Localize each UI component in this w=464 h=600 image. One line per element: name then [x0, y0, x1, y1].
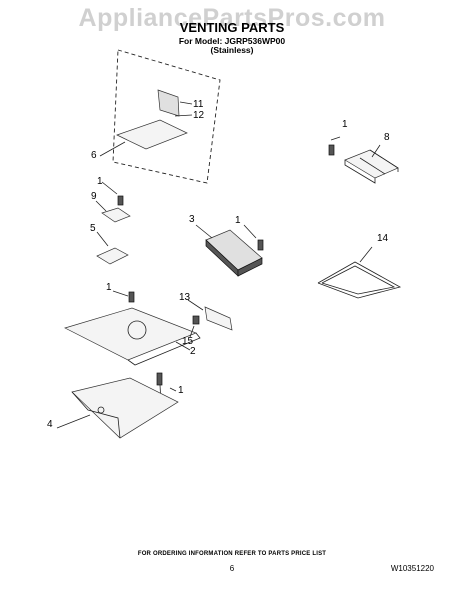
part-6-panel	[116, 119, 188, 150]
dashed-outline	[112, 49, 221, 184]
callout-8: 8	[384, 132, 390, 143]
callout-12: 12	[193, 110, 205, 121]
callout-1-left: 1	[97, 176, 103, 187]
callout-1-mid-left: 1	[106, 282, 112, 293]
callout-5: 5	[90, 223, 96, 234]
callout-1-top-right: 1	[342, 119, 348, 130]
callout-9: 9	[91, 191, 97, 202]
part-3-assembly	[195, 224, 264, 277]
callout-3: 3	[189, 214, 195, 225]
callout-14: 14	[377, 233, 389, 244]
callout-13: 13	[179, 292, 191, 303]
model-line: For Model: JGRP536WP00	[178, 36, 286, 46]
page-title: VENTING PARTS	[179, 20, 285, 35]
finish-line: (Stainless)	[210, 45, 254, 55]
part-4-plate	[56, 372, 179, 439]
part-14-frame	[317, 246, 402, 299]
callout-11: 11	[193, 99, 204, 110]
callout-15: 15	[182, 336, 194, 347]
part-11-plate	[157, 89, 180, 117]
document-number: W10351220	[390, 564, 434, 573]
callout-4: 4	[47, 419, 53, 430]
callout-2: 2	[190, 346, 196, 357]
part-8-bracket	[328, 136, 399, 184]
ordering-note: FOR ORDERING INFORMATION REFER TO PARTS …	[137, 551, 327, 557]
dashed-assembly-group	[99, 49, 221, 184]
callout-1-bottom: 1	[178, 385, 184, 396]
callout-1-center: 1	[235, 215, 241, 226]
page-number: 6	[229, 564, 235, 573]
callout-6: 6	[91, 150, 97, 161]
left-small-parts	[95, 181, 131, 265]
part-2-panel	[64, 290, 233, 366]
